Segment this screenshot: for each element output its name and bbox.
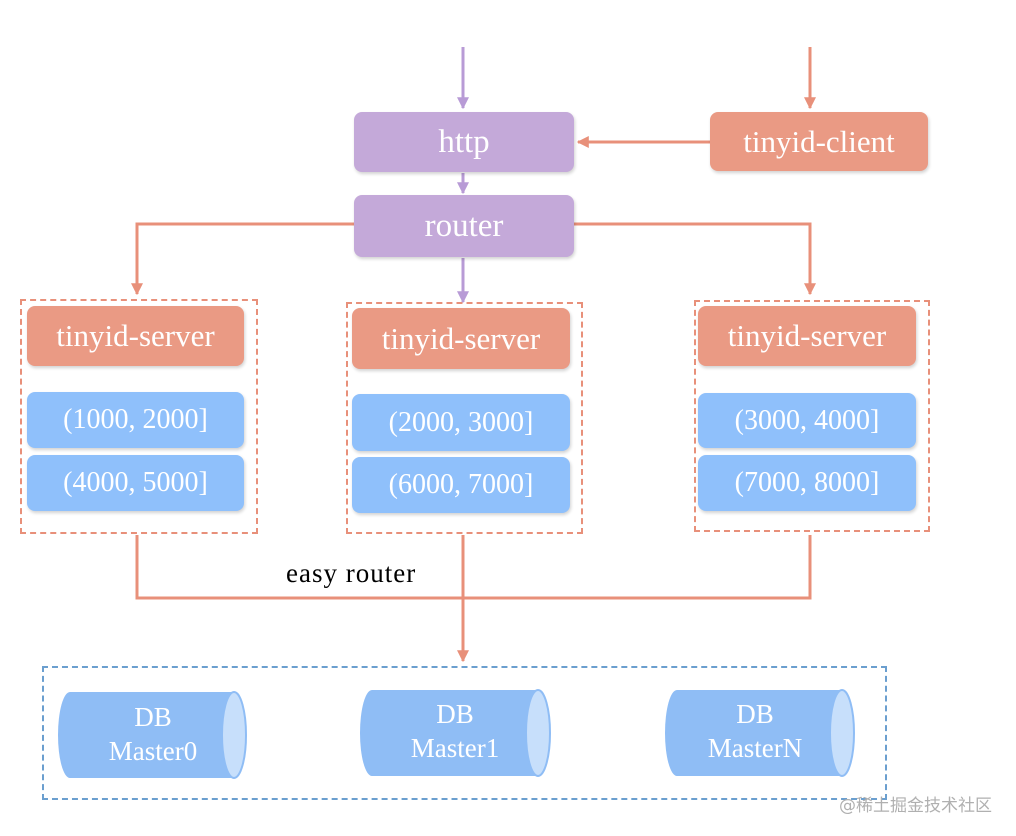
db-master-n-line1: DB <box>736 699 774 729</box>
range-2-a: (2000, 3000] <box>352 394 570 451</box>
line-server-1-to-bus <box>135 535 463 600</box>
db-master-1-line1: DB <box>436 699 474 729</box>
db-master-n-text: DB MasterN <box>680 697 830 765</box>
db-master-1-line2: Master1 <box>410 733 500 763</box>
db-master-n-line2: MasterN <box>707 733 803 763</box>
range-3-a-label: (3000, 4000] <box>734 404 880 436</box>
range-1-a-label: (1000, 2000] <box>63 404 208 435</box>
server-group-3 <box>694 300 930 532</box>
tinyid-client-label: tinyid-client <box>743 123 895 159</box>
range-3-b: (7000, 8000] <box>698 455 916 511</box>
arrow-router-to-server-1 <box>131 222 355 296</box>
db-master-0-line2: Master0 <box>108 736 198 766</box>
router-node: router <box>354 195 574 257</box>
server-2-label: tinyid-server <box>381 320 541 356</box>
db-group <box>42 666 887 800</box>
range-2-b-label: (6000, 7000] <box>388 469 534 500</box>
range-1-a: (1000, 2000] <box>27 392 244 448</box>
server-group-1 <box>20 299 258 534</box>
http-label: http <box>438 123 490 160</box>
db-master-0-text: DB Master0 <box>78 700 228 768</box>
range-1-b-label: (4000, 5000] <box>63 467 208 498</box>
range-2-a-label: (2000, 3000] <box>388 406 534 438</box>
tinyid-server-2: tinyid-server <box>352 308 570 369</box>
db-master-0-line1: DB <box>134 702 172 732</box>
server-1-label: tinyid-server <box>56 318 215 353</box>
tinyid-server-3: tinyid-server <box>698 306 916 366</box>
server-3-label: tinyid-server <box>727 318 887 353</box>
db-master-1-text: DB Master1 <box>380 697 530 765</box>
easy-router-label: easy router <box>286 558 417 588</box>
tinyid-client-node: tinyid-client <box>710 112 928 171</box>
arrow-router-to-server-3 <box>573 222 816 296</box>
range-3-b-label: (7000, 8000] <box>734 467 880 498</box>
tinyid-server-1: tinyid-server <box>27 306 244 366</box>
db-cylinder-1 <box>360 689 551 777</box>
range-1-b: (4000, 5000] <box>27 455 244 511</box>
range-3-a: (3000, 4000] <box>698 393 916 448</box>
db-cylinder-0 <box>58 691 247 779</box>
watermark: @稀土掘金技术社区 <box>839 796 992 816</box>
http-node: http <box>354 112 574 172</box>
line-server-3-to-bus <box>463 535 812 600</box>
db-cylinder-n <box>665 689 855 777</box>
server-group-2 <box>346 302 583 534</box>
router-label: router <box>424 207 504 244</box>
range-2-b: (6000, 7000] <box>352 457 570 513</box>
